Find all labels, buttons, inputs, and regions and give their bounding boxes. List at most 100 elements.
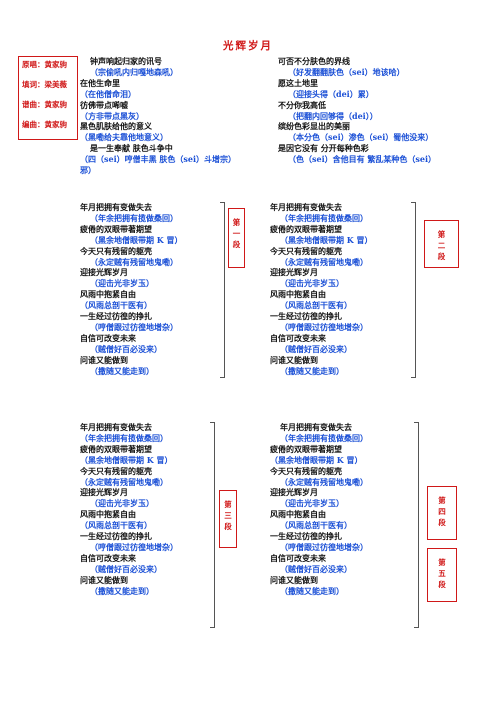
- phonetic-line: （色（sei）含他目有 繁乱某种色（sei）: [288, 154, 437, 165]
- credit-singer: 原唱：黄家驹: [22, 60, 67, 69]
- phonetic-line: （撒随又能走到）: [90, 585, 154, 596]
- section-label-2: 第二段: [424, 220, 459, 268]
- phonetic-line: （永定贼有残留地鬼嘞）: [280, 476, 368, 487]
- phonetic-line: （永定贼有残留地鬼嘞）: [90, 256, 178, 267]
- phonetic-line: （迎击光非岁玉）: [90, 278, 154, 289]
- lyric-line: 风雨中抱紧自由: [270, 509, 326, 520]
- phonetic-line: （哼僧跟过彷徨地增杂）: [90, 321, 178, 332]
- credits-box: 原唱：黄家驹 填词：梁美薇 谱曲：黄家驹 编曲：黄家驹: [18, 56, 78, 140]
- lyric-line: 今天只有残留的躯壳: [80, 245, 152, 256]
- song-title: 光辉岁月: [223, 40, 273, 52]
- lyric-line: 在他生命里: [80, 77, 120, 88]
- phonetic-line: （贼僧好百必没来）: [90, 343, 162, 354]
- lyric-line: 一生经过彷徨的挣扎: [270, 531, 342, 542]
- bracket-tick: [411, 202, 415, 203]
- phonetic-line: （黑余地僧眼带期 K 冒）: [280, 234, 373, 245]
- lyric-line: 自信可改变未来: [80, 552, 136, 563]
- verse-right-3: 年月把拥有变做失去（年余把拥有揽做桑回）疲倦的双眼带著期望（黑余地僧眼带期 K …: [270, 422, 368, 597]
- bracket-line-2: [415, 202, 416, 378]
- lyric-line: 迎接光辉岁月: [270, 267, 318, 278]
- lyric-line: 迎接光辉岁月: [270, 487, 318, 498]
- lyric-line: 自信可改变未来: [270, 332, 326, 343]
- phonetic-line: 邪）: [80, 165, 96, 176]
- section-label-5: 第五段: [427, 548, 457, 602]
- lyric-line: 疲倦的双眼带著期望: [270, 223, 342, 234]
- phonetic-line: （贼僧好百必没来）: [280, 343, 352, 354]
- lyric-line: 钟声响起归家的讯号: [90, 56, 162, 66]
- lyric-line: 今天只有残留的躯壳: [80, 465, 152, 476]
- phonetic-line: （把翻内回够得（dei））: [288, 110, 378, 121]
- verse-right-1: 可否不分肤色的界线（好发翻翻肤色（sei）地该哈）愿这土地里（迎接头得（dei）…: [278, 56, 436, 165]
- phonetic-line: （撒随又能走到）: [280, 585, 344, 596]
- verse-left-2: 年月把拥有变做失去（年余把拥有揽做桑回）疲倦的双眼带著期望（黑余地僧眼带期 K …: [80, 202, 183, 377]
- phonetic-line: （黑嘞给夫靠他地意义）: [80, 132, 168, 143]
- lyric-line: 风雨中抱紧自由: [80, 509, 136, 520]
- lyric-line: 疲倦的双眼带著期望: [80, 223, 152, 234]
- phonetic-line: （风雨总剖干医有）: [280, 520, 352, 531]
- credit-composer: 谱曲：黄家驹: [22, 100, 67, 109]
- lyric-line: 问谁又能做到: [80, 354, 128, 365]
- phonetic-line: （四（sei）哼僧丰黑 肤色（sei）斗增宗）: [80, 154, 237, 165]
- verse-left-1: 钟声响起归家的讯号（宗偷吼内归嘎地森吼）在他生命里（在他僧命泪）彷佛带点唏嘘（方…: [80, 56, 236, 176]
- phonetic-line: （年余把拥有揽做桑回）: [80, 432, 168, 443]
- section-label-4: 第四段: [427, 486, 457, 540]
- phonetic-line: （哼僧跟过彷徨地增杂）: [280, 321, 368, 332]
- bracket-line-3: [214, 422, 215, 628]
- bracket-tick: [411, 377, 415, 378]
- lyric-line: 彷佛带点唏嘘: [80, 99, 128, 110]
- credit-lyricist: 填词：梁美薇: [22, 80, 67, 89]
- credit-arranger: 编曲：黄家驹: [22, 120, 67, 129]
- lyric-line: 迎接光辉岁月: [80, 487, 128, 498]
- lyric-line: 愿这土地里: [278, 77, 318, 88]
- bracket-tick: [414, 422, 418, 423]
- lyric-line: 一生经过彷徨的挣扎: [80, 531, 152, 542]
- lyric-line: 是一生奉献 肤色斗争中: [90, 143, 173, 154]
- bracket-tick: [210, 422, 214, 423]
- lyric-line: 年月把拥有变做失去: [280, 422, 352, 432]
- lyric-line: 疲倦的双眼带著期望: [80, 443, 152, 454]
- bracket-tick: [414, 627, 418, 628]
- phonetic-line: （方非带点黑灰）: [80, 110, 144, 121]
- lyric-line: 问谁又能做到: [80, 574, 128, 585]
- lyric-line: 问谁又能做到: [270, 354, 318, 365]
- phonetic-line: （迎击光非岁玉）: [280, 278, 344, 289]
- section-label-1: 第一段: [228, 208, 245, 268]
- phonetic-line: （迎击光非岁玉）: [90, 498, 154, 509]
- phonetic-line: （黑余地僧眼带期 K 冒）: [80, 454, 173, 465]
- lyric-line: 缤纷色彩显出的美丽: [278, 121, 350, 132]
- lyric-line: 迎接光辉岁月: [80, 267, 128, 278]
- verse-left-3: 年月把拥有变做失去（年余把拥有揽做桑回）疲倦的双眼带著期望（黑余地僧眼带期 K …: [80, 422, 178, 597]
- phonetic-line: （宗偷吼内归嘎地森吼）: [90, 66, 178, 77]
- phonetic-line: （永定贼有残留地鬼嘞）: [80, 476, 168, 487]
- phonetic-line: （在他僧命泪）: [80, 88, 136, 99]
- lyric-line: 年月把拥有变做失去: [270, 202, 342, 212]
- lyric-line: 一生经过彷徨的挣扎: [80, 311, 152, 322]
- phonetic-line: （年余把拥有揽做桑回）: [280, 212, 368, 223]
- phonetic-line: （年余把拥有揽做桑回）: [90, 212, 178, 223]
- lyric-line: 是因它没有 分开每种色彩: [278, 143, 369, 154]
- bracket-tick: [220, 377, 224, 378]
- lyric-line: 可否不分肤色的界线: [278, 56, 350, 66]
- lyric-line: 黑色肌肤给他的意义: [80, 121, 152, 132]
- lyric-line: 年月把拥有变做失去: [80, 422, 152, 432]
- phonetic-line: （迎接头得（dei）累）: [288, 88, 374, 99]
- lyric-line: 年月把拥有变做失去: [80, 202, 152, 212]
- phonetic-line: （风雨总剖干医有）: [280, 300, 352, 311]
- phonetic-line: （哼僧跟过彷徨地增杂）: [90, 541, 178, 552]
- phonetic-line: （本分色（sei）渗色（sei）蜀他没来）: [288, 132, 434, 143]
- phonetic-line: （贼僧好百必没来）: [280, 563, 352, 574]
- phonetic-line: （黑余地僧眼带期 K 冒）: [90, 234, 183, 245]
- lyric-line: 风雨中抱紧自由: [80, 289, 136, 300]
- lyric-line: 不分你我高低: [278, 99, 326, 110]
- bracket-tick: [220, 202, 224, 203]
- phonetic-line: （黑余地僧眼带期 K 冒）: [270, 454, 363, 465]
- lyric-line: 今天只有残留的躯壳: [270, 465, 342, 476]
- phonetic-line: （年余把拥有揽做桑回）: [280, 432, 368, 443]
- lyric-line: 风雨中抱紧自由: [270, 289, 326, 300]
- bracket-tick: [210, 627, 214, 628]
- lyric-line: 疲倦的双眼带著期望: [270, 443, 342, 454]
- lyric-line: 问谁又能做到: [270, 574, 318, 585]
- bracket-line-4: [418, 422, 419, 628]
- section-label-3: 第三段: [219, 490, 237, 548]
- phonetic-line: （迎击光非岁玉）: [280, 498, 344, 509]
